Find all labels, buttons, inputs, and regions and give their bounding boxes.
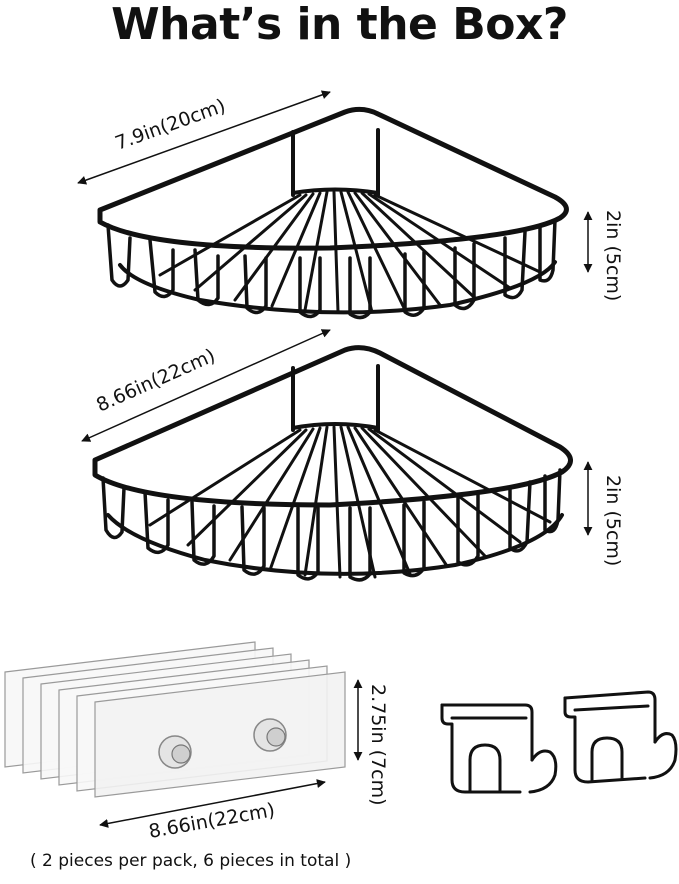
corner-basket-icon-bottom: [92, 345, 573, 582]
adhesive-pad-sheet: [94, 671, 346, 798]
basket-1-width-label: 7.9in(20cm): [112, 95, 228, 155]
pad-height-label: 2.75in (7cm): [367, 684, 389, 806]
basket-2-width-label: 8.66in(22cm): [93, 345, 219, 417]
basket-2-height-label: 2in (5cm): [602, 475, 624, 566]
pad-screw-cap: [171, 744, 191, 764]
page-title: What’s in the Box?: [111, 0, 568, 50]
hanging-hook-icon-right: [563, 690, 678, 784]
pad-width-label: 8.66in(22cm): [147, 799, 276, 843]
adhesive-pad-icon: [4, 641, 346, 798]
hanging-hook-icon-left: [440, 703, 558, 794]
package-caption: ( 2 pieces per pack, 6 pieces in total ): [30, 851, 352, 871]
basket-1-height-label: 2in (5cm): [602, 210, 624, 301]
width-dimension-arrow-2: [81, 329, 331, 442]
pad-width-dimension-arrow: [99, 779, 326, 828]
corner-basket-icon-top: [97, 106, 569, 320]
pad-screw-cap: [266, 727, 286, 747]
width-dimension-arrow-1: [77, 90, 331, 185]
